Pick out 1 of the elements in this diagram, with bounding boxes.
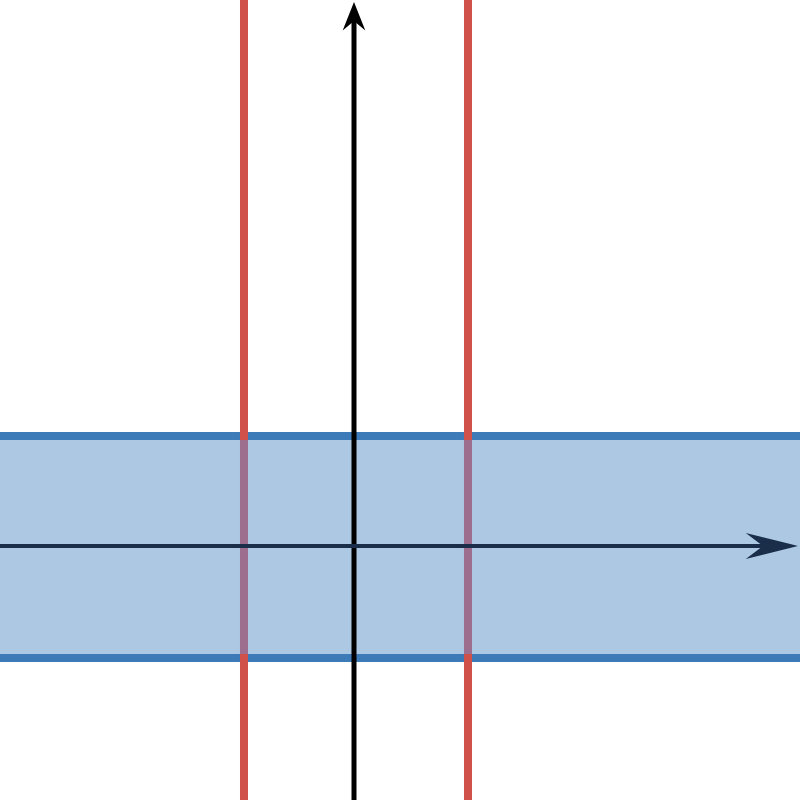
horizontal-band xyxy=(0,436,800,658)
